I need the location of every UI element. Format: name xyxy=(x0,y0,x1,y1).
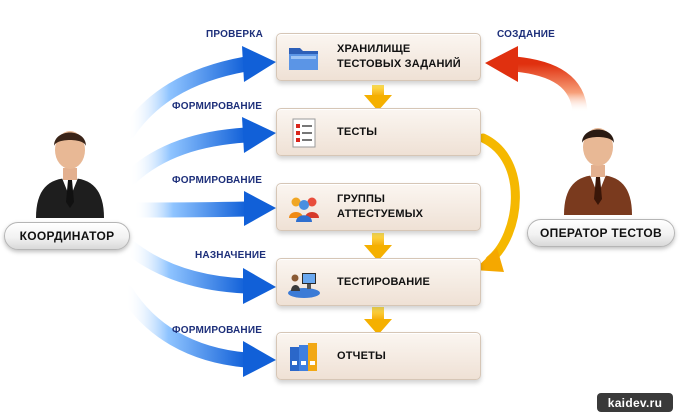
coordinator-figure xyxy=(36,131,104,218)
arrow-coordinator-to-testing xyxy=(120,238,254,294)
arrow-down-groups-to-testing xyxy=(364,245,392,261)
arrow-head xyxy=(243,341,276,377)
box-testing: ТЕСТИРОВАНИЕ xyxy=(276,258,481,306)
action-label-form: ФОРМИРОВАНИЕ xyxy=(172,325,263,336)
arrow-down-storage-to-tests xyxy=(364,95,392,111)
box-tests: ТЕСТЫ xyxy=(276,108,481,156)
box-test-storage: ХРАНИЛИЩЕ ТЕСТОВЫХ ЗАДАНИЙ xyxy=(276,33,481,81)
arrow-head xyxy=(242,46,276,82)
box-label: ГРУППЫ АТТЕСТУЕМЫХ xyxy=(337,193,424,220)
arrow-head xyxy=(485,46,518,82)
people-group-icon xyxy=(289,197,319,222)
arrow-head xyxy=(243,268,276,304)
arrow-head xyxy=(244,191,276,226)
binders-icon xyxy=(290,343,317,371)
arrow-coordinator-to-groups xyxy=(126,201,254,218)
box-label: ТЕСТИРОВАНИЕ xyxy=(337,275,431,288)
arrow-tests-to-testing xyxy=(478,133,520,265)
box-label: ТЕСТЫ xyxy=(337,125,378,138)
box-groups: ГРУППЫ АТТЕСТУЕМЫХ xyxy=(276,183,481,231)
operator-figure xyxy=(564,128,632,215)
box-label: ОТЧЕТЫ xyxy=(337,349,387,362)
action-label-form: ФОРМИРОВАНИЕ xyxy=(172,101,263,112)
action-label-assign: НАЗНАЧЕНИЕ xyxy=(195,250,267,261)
action-label-check: ПРОВЕРКА xyxy=(206,29,263,40)
action-label-form: ФОРМИРОВАНИЕ xyxy=(172,175,263,186)
arrow-operator-to-storage xyxy=(507,56,588,120)
arrow-coordinator-to-storage xyxy=(120,56,254,140)
role-operator: ОПЕРАТОР ТЕСТОВ xyxy=(527,219,675,247)
box-reports: ОТЧЕТЫ xyxy=(276,332,481,380)
workstation-icon xyxy=(288,273,320,298)
box-label: ХРАНИЛИЩЕ ТЕСТОВЫХ ЗАДАНИЙ xyxy=(337,43,461,70)
action-label-create: СОЗДАНИЕ xyxy=(497,29,556,40)
arrow-coordinator-to-reports xyxy=(118,284,254,368)
watermark: kaidev.ru xyxy=(597,393,673,412)
arrow-head xyxy=(474,248,504,272)
arrow-down-testing-to-reports xyxy=(364,319,392,335)
checklist-icon xyxy=(292,118,316,148)
arrow-head xyxy=(242,117,276,153)
role-coordinator: КООРДИНАТОР xyxy=(4,222,130,250)
folder-icon xyxy=(289,48,318,70)
arrow-coordinator-to-tests xyxy=(122,127,254,186)
